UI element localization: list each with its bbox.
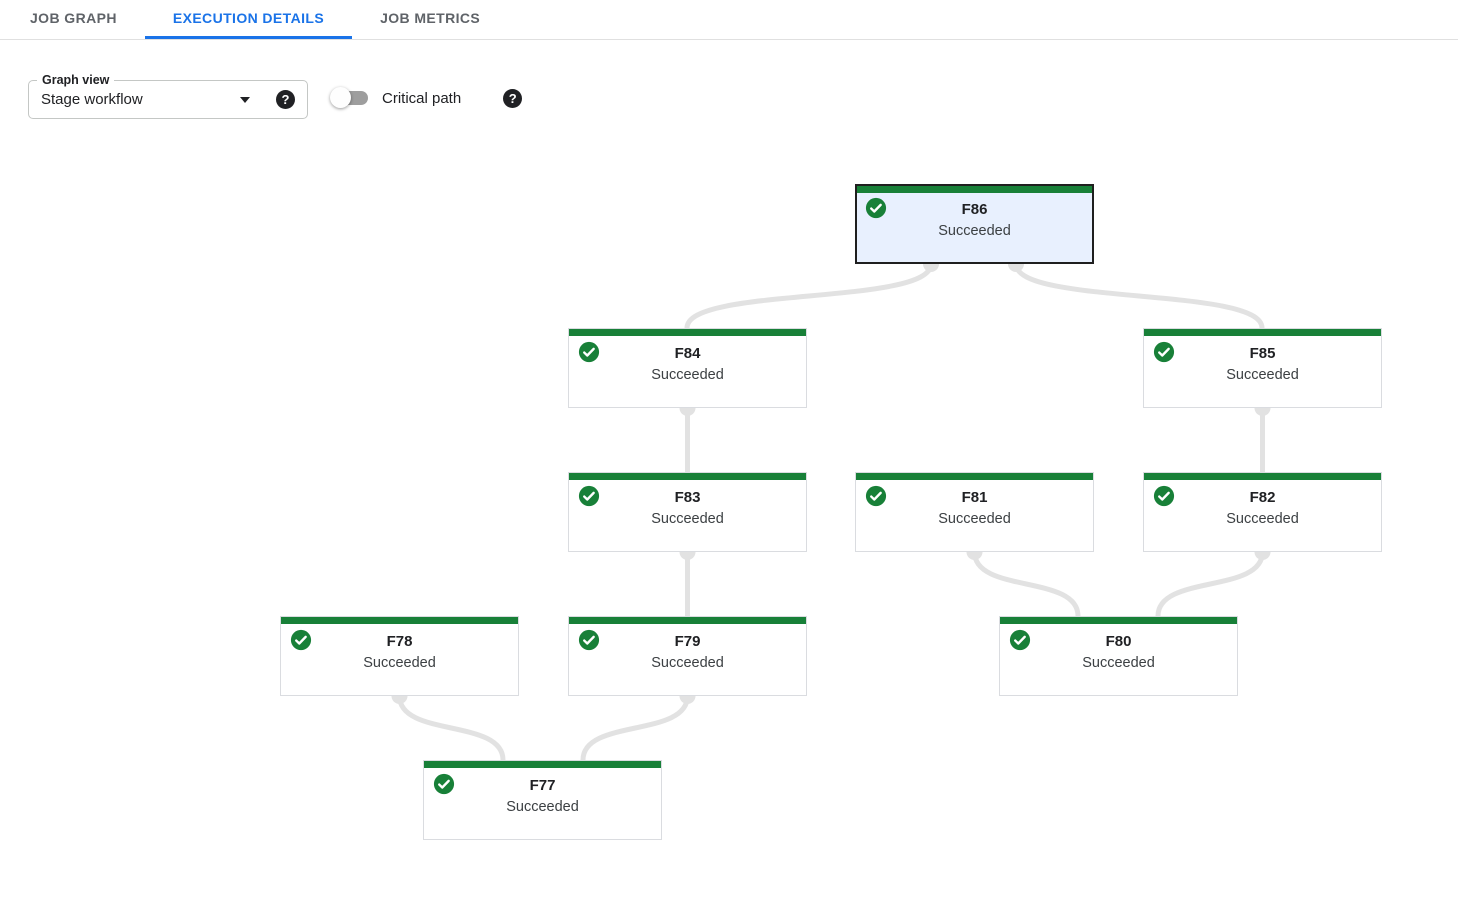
node-status-bar [856, 473, 1093, 480]
stage-name: F83 [674, 489, 701, 506]
stage-name: F84 [674, 345, 701, 362]
edge-f81-f80 [972, 549, 1081, 619]
stage-status: Succeeded [1226, 367, 1299, 383]
graph-view-selected-value: Stage workflow [41, 91, 143, 108]
success-check-icon [1153, 341, 1175, 363]
stage-status: Succeeded [651, 367, 724, 383]
success-check-icon [433, 773, 455, 795]
edge-f86-f85 [1013, 261, 1265, 331]
stage-status: Succeeded [651, 655, 724, 671]
graph-view-field-label: Graph view [37, 72, 115, 88]
success-check-icon [578, 629, 600, 651]
stage-name: F85 [1249, 345, 1276, 362]
stage-name: F78 [386, 633, 413, 650]
graph-view-select[interactable]: Graph view Stage workflow ? [28, 72, 308, 119]
critical-path-label: Critical path [382, 89, 462, 107]
stage-status: Succeeded [651, 511, 724, 527]
success-check-icon [865, 485, 887, 507]
success-check-icon [578, 485, 600, 507]
node-status-bar [1144, 329, 1381, 336]
stage-status: Succeeded [938, 511, 1011, 527]
tab-execution-details[interactable]: Execution details [144, 0, 353, 39]
node-status-bar [569, 329, 806, 336]
stage-status: Succeeded [506, 799, 579, 815]
graph-view-help-icon[interactable]: ? [276, 90, 295, 109]
stage-name: F77 [529, 777, 556, 794]
stage-name: F82 [1249, 489, 1276, 506]
success-check-icon [1009, 629, 1031, 651]
success-check-icon [865, 197, 887, 219]
tab-label: Execution details [172, 10, 325, 26]
edge-f86-f84 [684, 261, 934, 331]
node-status-bar [569, 617, 806, 624]
dropdown-arrow-icon [240, 96, 250, 103]
edge-f82-f80 [1155, 549, 1265, 619]
node-status-bar [424, 761, 661, 768]
node-status-bar [857, 186, 1092, 193]
tab-label: Job graph [30, 10, 117, 26]
node-status-bar [281, 617, 518, 624]
success-check-icon [290, 629, 312, 651]
edge-f78-f77 [397, 693, 506, 763]
tab-job-graph[interactable]: Job graph [2, 0, 145, 39]
stage-name: F79 [674, 633, 701, 650]
critical-path-help-icon[interactable]: ? [503, 88, 523, 108]
tab-job-metrics[interactable]: Job metrics [352, 0, 508, 39]
edge-f79-f77 [580, 693, 690, 763]
tab-bar: Job graph Execution details Job metrics [0, 0, 1458, 40]
stage-name: F80 [1105, 633, 1132, 650]
critical-path-control: Critical path ? [330, 85, 523, 111]
tab-label: Job metrics [380, 10, 481, 26]
success-check-icon [1153, 485, 1175, 507]
stage-status: Succeeded [1226, 511, 1299, 527]
toggle-thumb [330, 87, 351, 108]
success-check-icon [578, 341, 600, 363]
node-status-bar [1000, 617, 1237, 624]
stage-name: F81 [961, 489, 988, 506]
stage-status: Succeeded [363, 655, 436, 671]
node-status-bar [569, 473, 806, 480]
stage-name: F86 [961, 201, 988, 218]
critical-path-toggle[interactable] [330, 85, 370, 111]
node-status-bar [1144, 473, 1381, 480]
stage-status: Succeeded [938, 223, 1011, 239]
stage-status: Succeeded [1082, 655, 1155, 671]
